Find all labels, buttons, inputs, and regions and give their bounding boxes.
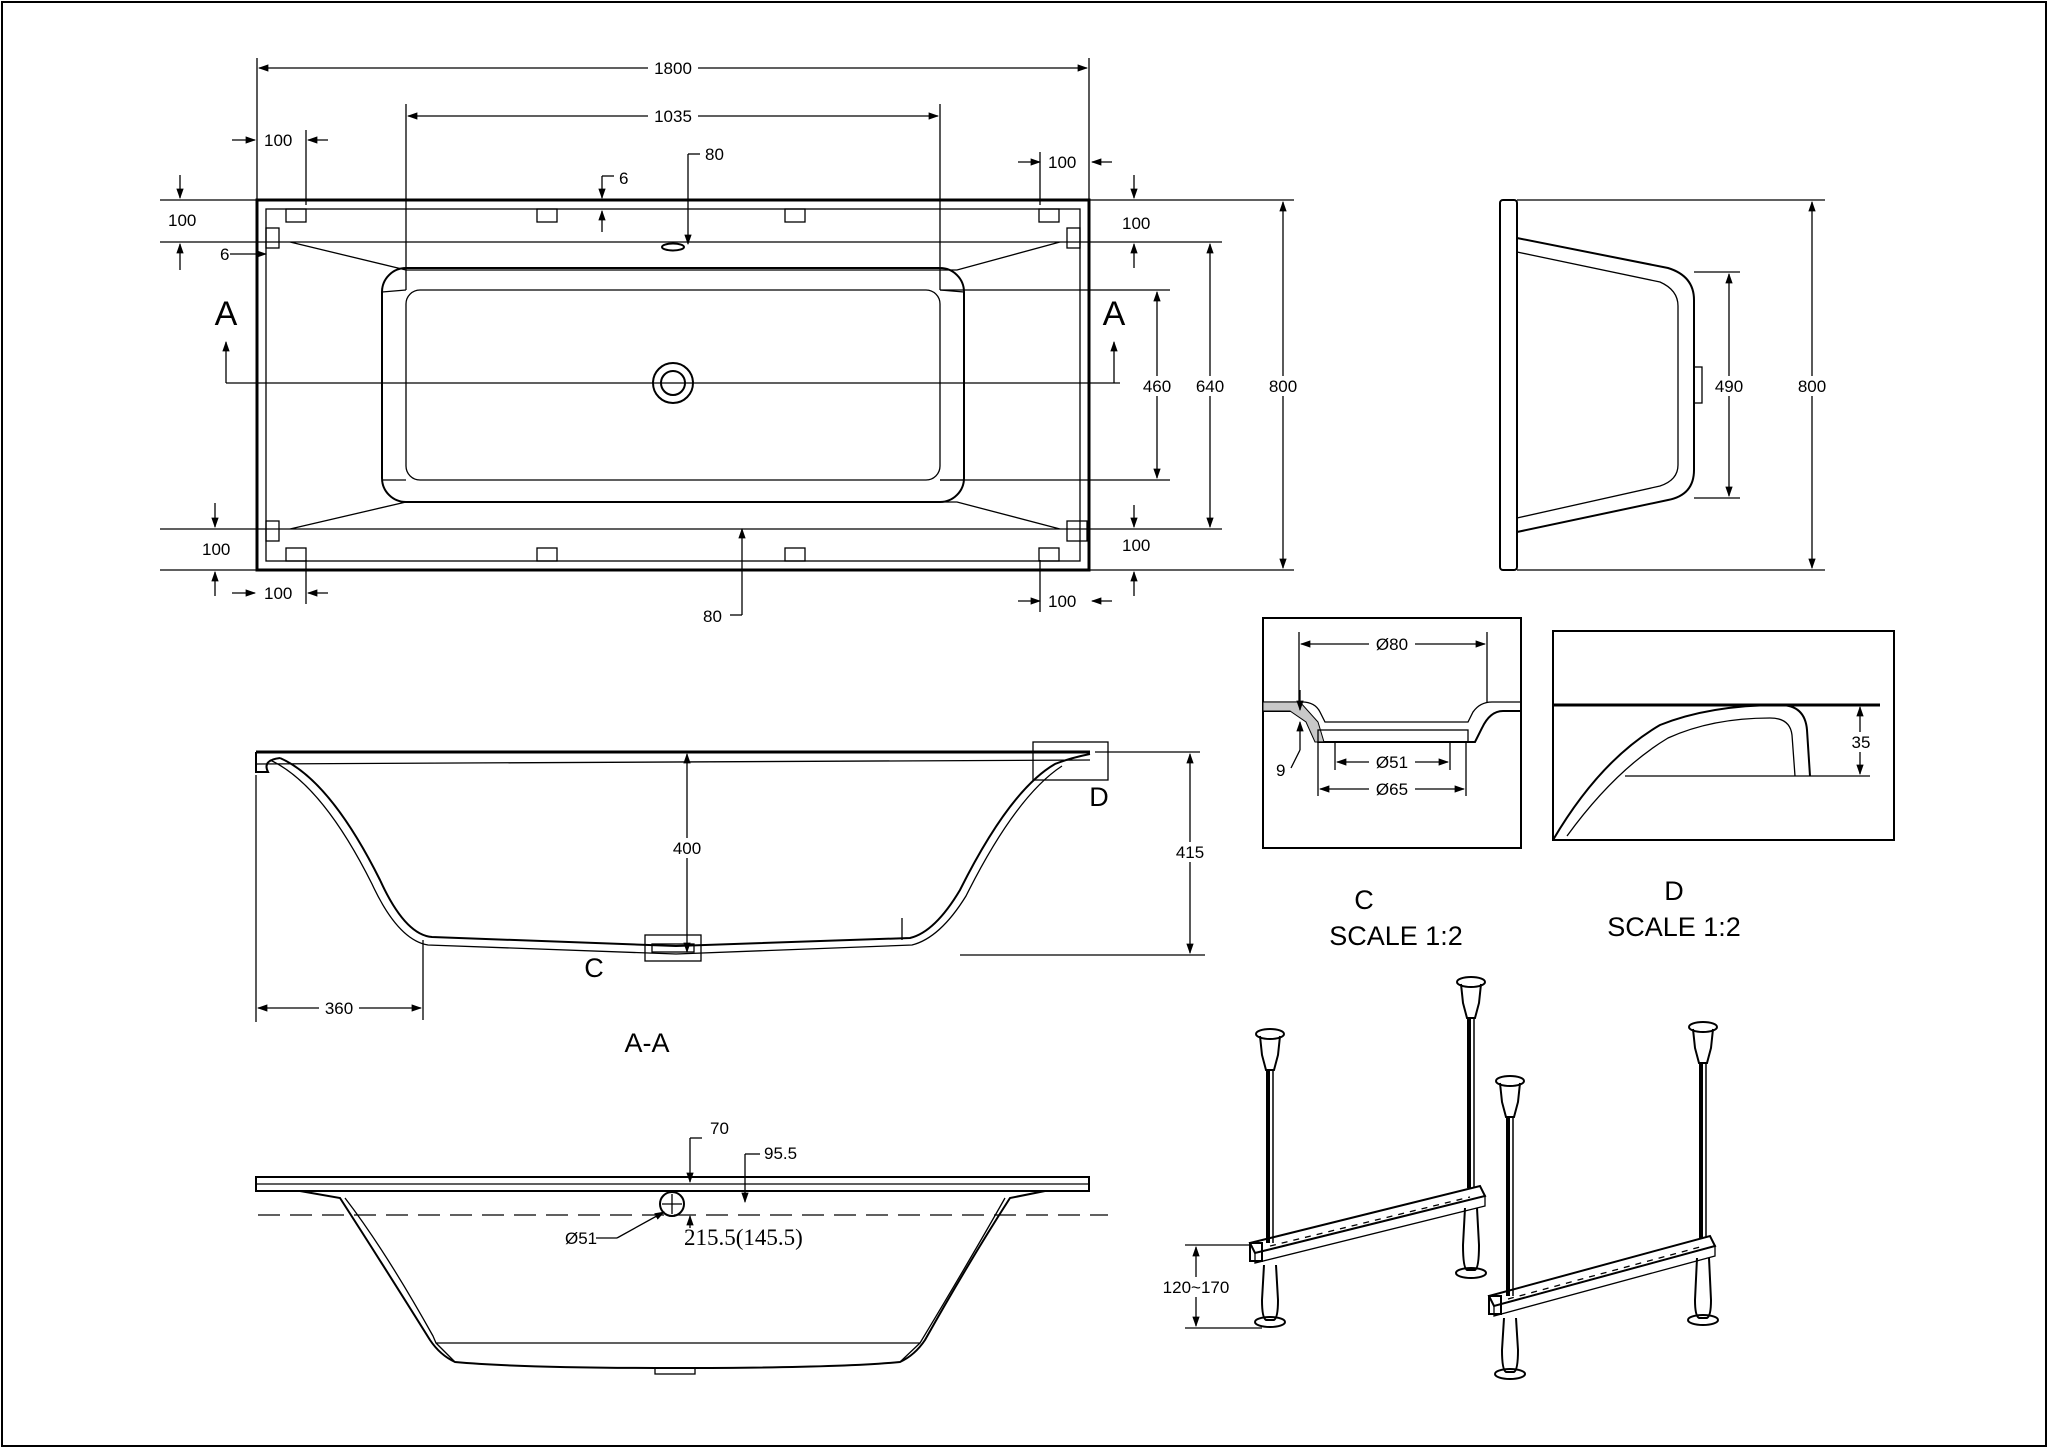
- tub-inner-rim: [265, 208, 1081, 562]
- detail-c-box: [644, 934, 702, 962]
- detail-d-scale: SCALE 1:2: [1607, 912, 1741, 942]
- detail-d-name: D: [1664, 876, 1684, 906]
- tub-outer-rim: [255, 198, 1091, 572]
- section-lip-left: [255, 752, 281, 773]
- support-pad: [784, 547, 806, 562]
- support-pad: [1066, 227, 1081, 249]
- front-body-outer: [299, 1190, 1046, 1370]
- side-view: 490 800: [1499, 199, 1828, 571]
- dim-c-dia-65: Ø65: [1376, 780, 1408, 799]
- section-title: A-A: [624, 1028, 669, 1058]
- detail-c: Ø80 Ø51 Ø65 9 C SCALE 1:2: [1262, 617, 1522, 951]
- dim-edge-bottom-left: 100: [202, 540, 230, 559]
- section-marker-right: A: [1103, 295, 1126, 333]
- dim-d-35: 35: [1852, 733, 1871, 752]
- tub-basin-outer: [381, 267, 965, 503]
- dim-overflow-bottom: 80: [703, 607, 722, 626]
- side-rim: [1499, 199, 1518, 571]
- dim-rim-gap: 6: [619, 169, 628, 188]
- section-shell-outer: [279, 753, 1091, 948]
- tub-basin-inner: [405, 289, 941, 481]
- dim-edge-top-right: 100: [1122, 214, 1150, 233]
- front-drain-symbol: [659, 1191, 685, 1217]
- detail-d: 35 D SCALE 1:2: [1552, 630, 1895, 942]
- dim-width-800: 800: [1269, 377, 1297, 396]
- front-view: 70 95.5 Ø51 215.5(145.5): [255, 1119, 1108, 1375]
- leg-post: [1494, 1075, 1526, 1380]
- dim-leg-height-range: 120~170: [1163, 1278, 1230, 1297]
- dim-rim-gap-left: 6: [220, 245, 229, 264]
- dim-overall-length: 1800: [654, 59, 692, 78]
- dim-section-offset: 360: [325, 999, 353, 1018]
- leg-post: [1687, 1021, 1719, 1326]
- section-aa: 400 415 360 C D A-A: [255, 741, 1206, 1058]
- side-body-outer: [1516, 237, 1695, 533]
- support-pad: [536, 547, 558, 562]
- detail-c-frame: [1262, 617, 1522, 849]
- dim-edge-bottom-right: 100: [1122, 536, 1150, 555]
- support-pad: [265, 227, 280, 249]
- dim-front-drain-height: 215.5(145.5): [684, 1225, 803, 1250]
- support-pad: [1038, 208, 1060, 223]
- leg-post: [1254, 1028, 1286, 1328]
- dim-edge-top-left: 100: [168, 211, 196, 230]
- dim-front-70: 70: [710, 1119, 729, 1138]
- front-rim: [255, 1176, 1090, 1192]
- support-pad: [285, 208, 307, 223]
- detail-c-surface: [1263, 701, 1521, 723]
- support-pad: [1066, 520, 1088, 542]
- detail-c-callout: C: [584, 953, 604, 983]
- detail-d-profile-outer: [1552, 703, 1811, 841]
- detail-c-name: C: [1354, 885, 1374, 915]
- dim-corner-tr: 100: [1048, 153, 1076, 172]
- dim-front-95-5: 95.5: [764, 1144, 797, 1163]
- dim-front-drain-dia: Ø51: [565, 1229, 597, 1248]
- leg-rail-1: [1248, 1184, 1487, 1255]
- support-pad: [285, 547, 307, 562]
- detail-c-scale: SCALE 1:2: [1329, 921, 1463, 951]
- leg-kit: 120~170: [1158, 976, 1719, 1380]
- plan-view: 1800 1035 100 100 100 100 100 6: [160, 58, 1299, 626]
- dim-section-height: 415: [1176, 843, 1204, 862]
- detail-d-box: [1032, 741, 1109, 781]
- detail-c-section-hatch: [1262, 701, 1325, 743]
- dim-inner-length: 1035: [654, 107, 692, 126]
- side-fitting: [1693, 366, 1703, 404]
- support-pad: [784, 208, 806, 223]
- dim-side-width: 800: [1798, 377, 1826, 396]
- dim-c-dia-51: Ø51: [1376, 753, 1408, 772]
- tub-slope-bottom: [289, 501, 1061, 530]
- dim-width-640: 640: [1196, 377, 1224, 396]
- tub-slope-top: [289, 241, 1061, 271]
- side-body-inner: [1516, 251, 1679, 519]
- dim-section-depth: 400: [673, 839, 701, 858]
- dim-c-dia-80: Ø80: [1376, 635, 1408, 654]
- detail-d-callout: D: [1089, 782, 1109, 812]
- section-shell-inner: [269, 759, 1063, 955]
- dim-corner-tl: 100: [264, 131, 292, 150]
- dim-corner-bl: 100: [264, 584, 292, 603]
- front-drain-outlet: [654, 1367, 696, 1375]
- dim-width-460: 460: [1143, 377, 1171, 396]
- leg-post: [1455, 976, 1487, 1279]
- section-marker-left: A: [215, 295, 238, 333]
- support-pad: [1038, 547, 1060, 562]
- dim-corner-br: 100: [1048, 592, 1076, 611]
- overflow-plan: [661, 242, 685, 252]
- support-pad: [265, 520, 280, 542]
- dim-overflow-top: 80: [705, 145, 724, 164]
- detail-d-frame: [1552, 630, 1895, 841]
- front-body-inner: [344, 1197, 1006, 1344]
- dim-side-depth: 490: [1715, 377, 1743, 396]
- dim-c-9: 9: [1276, 761, 1285, 780]
- support-pad: [536, 208, 558, 223]
- detail-d-profile-inner: [1566, 717, 1796, 837]
